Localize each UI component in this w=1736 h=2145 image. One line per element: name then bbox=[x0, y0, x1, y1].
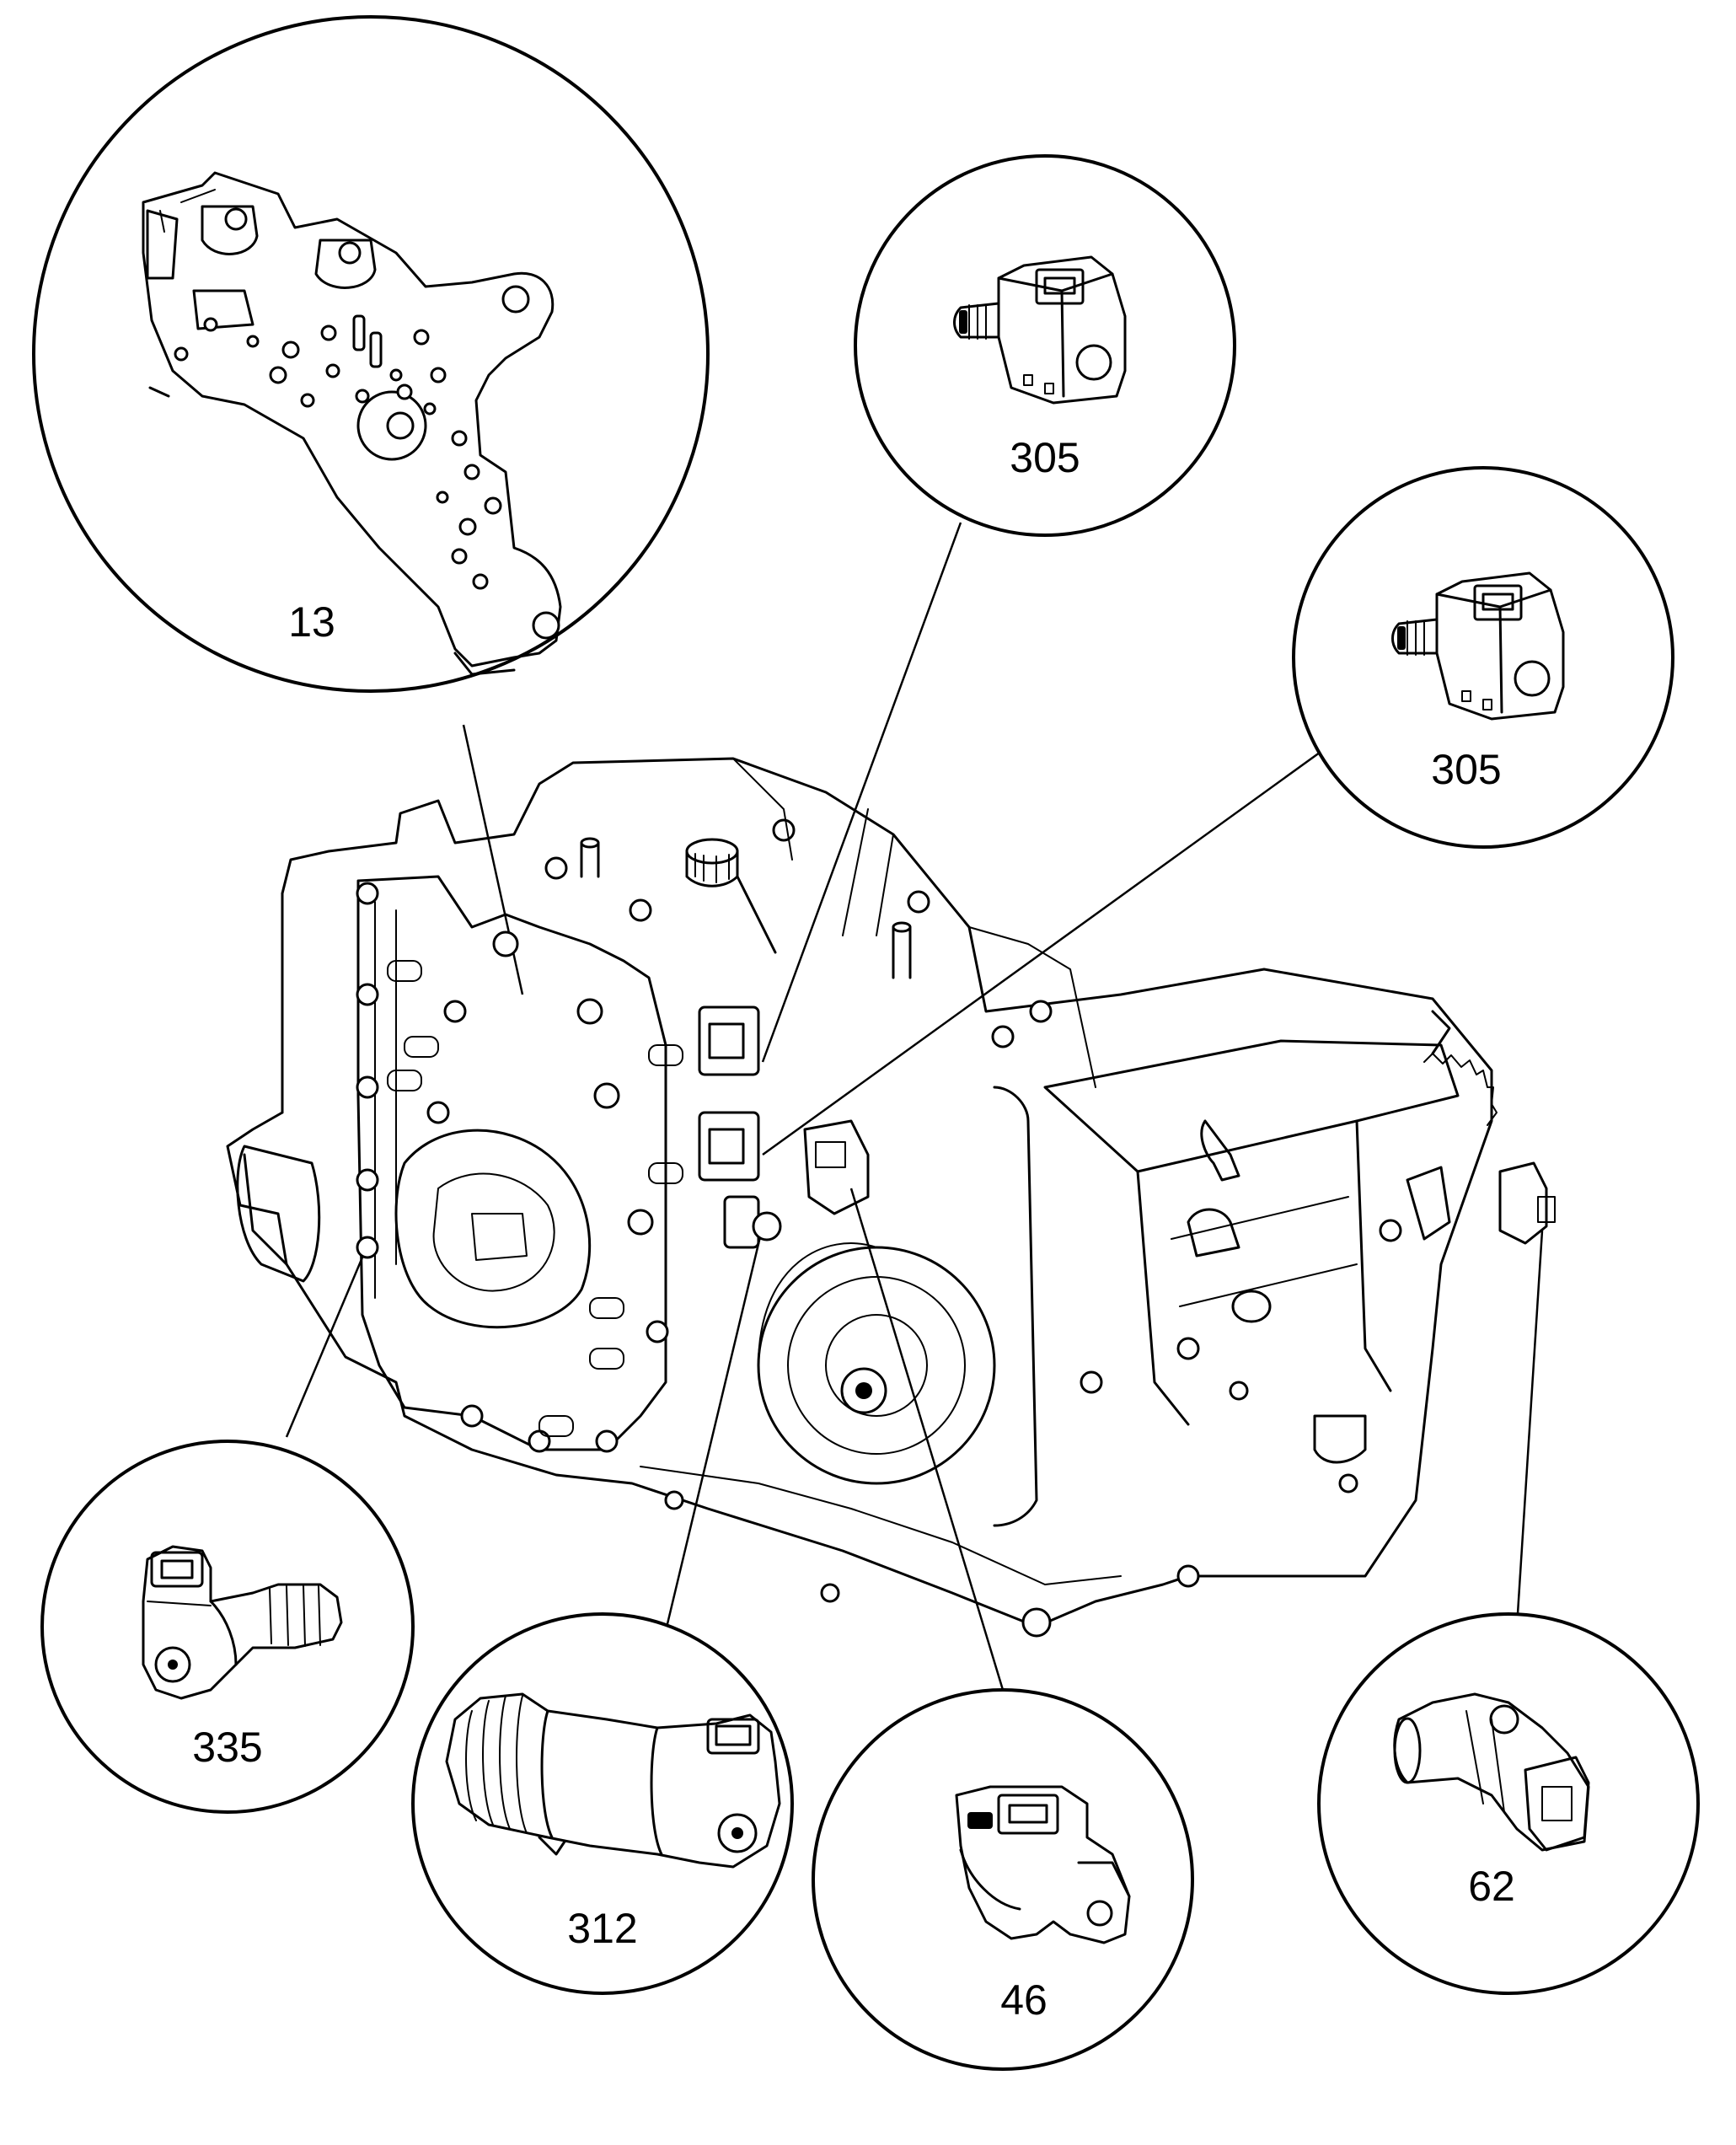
callout-label-13: 13 bbox=[288, 598, 335, 646]
callout-circle-312 bbox=[411, 1612, 794, 1995]
callout-plate-13: 13 bbox=[32, 15, 710, 693]
leader-46 bbox=[849, 1188, 1005, 1691]
callout-solenoid-305-right: 305 bbox=[1292, 466, 1674, 849]
callout-circle-305-right bbox=[1292, 466, 1674, 849]
callout-label-305-right: 305 bbox=[1431, 746, 1501, 793]
callout-sensor-62: 62 bbox=[1317, 1612, 1700, 1995]
callout-label-312: 312 bbox=[567, 1905, 637, 1952]
callout-label-62: 62 bbox=[1468, 1863, 1515, 1910]
bolt-heads bbox=[356, 818, 1402, 1638]
leader-62 bbox=[1515, 1230, 1544, 1628]
callout-circle-62 bbox=[1317, 1612, 1700, 1995]
callout-label-46: 46 bbox=[1000, 1976, 1047, 2024]
callout-circle-305-upper bbox=[854, 154, 1236, 537]
callout-solenoid-335: 335 bbox=[40, 1440, 415, 1814]
callout-label-305-upper: 305 bbox=[1010, 434, 1080, 481]
extension-housing bbox=[1043, 1010, 1556, 1464]
solenoid-335-drawing bbox=[142, 1545, 343, 1700]
sensor-46-drawing bbox=[955, 1785, 1131, 1944]
transmission-assembly bbox=[226, 757, 1556, 1638]
callout-solenoid-312: 312 bbox=[411, 1612, 794, 1995]
leader-335 bbox=[285, 1247, 368, 1438]
leader-312 bbox=[664, 1225, 764, 1632]
solenoid-312-drawing bbox=[445, 1692, 781, 1869]
filler-cap bbox=[685, 838, 777, 954]
callout-sensor-46: 46 bbox=[812, 1688, 1194, 2071]
output-flange bbox=[757, 1242, 996, 1485]
callout-solenoid-305-upper: 305 bbox=[854, 154, 1236, 537]
sensor-62-drawing bbox=[1393, 1692, 1590, 1852]
callout-label-335: 335 bbox=[192, 1724, 262, 1771]
valve-bores bbox=[387, 960, 683, 1437]
solenoid-305-right-drawing bbox=[1391, 571, 1565, 721]
leader-305-upper bbox=[761, 522, 962, 1063]
plate-part-drawing bbox=[142, 171, 562, 676]
callout-circle-46 bbox=[812, 1688, 1194, 2071]
solenoid-305-upper-drawing bbox=[953, 255, 1127, 405]
installed-solenoids bbox=[698, 1005, 870, 1249]
